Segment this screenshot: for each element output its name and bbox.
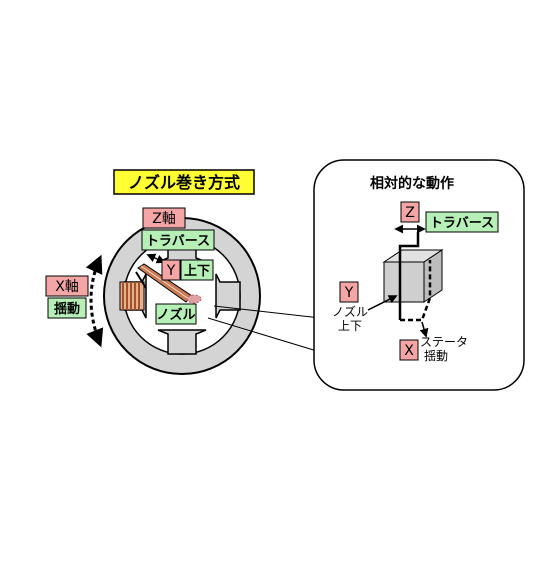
nozzle-updown-pointer (367, 295, 398, 311)
right-traverse-label: トラバース (430, 216, 494, 231)
coil (119, 281, 145, 311)
nozzle-updown-line1: ノズル (332, 304, 368, 319)
z-axis-box (142, 207, 186, 229)
swing-arrow (85, 254, 104, 348)
nozzle-box (155, 303, 197, 325)
right-y-label: Y (344, 285, 354, 301)
updown-box (180, 259, 214, 281)
stator-tooth-bottom (157, 329, 207, 355)
title: ノズル巻き方式 (128, 173, 240, 192)
nozzle-arm (135, 263, 202, 304)
right-traverse-box (425, 211, 499, 233)
z-axis-label: Z軸 (152, 211, 176, 227)
nozzle-path (398, 232, 420, 320)
right-z-label: Z (405, 205, 415, 221)
detail-heading: 相対的な動作 (370, 175, 454, 192)
x-axis-label: X軸 (55, 279, 79, 295)
right-z-box (400, 201, 420, 223)
traverse-arrow-left (146, 253, 166, 264)
stator-swing-arrow (419, 321, 429, 338)
right-x-label: X (404, 343, 414, 359)
swing-label: 揺動 (54, 301, 80, 317)
left-traverse-label: トラバース (146, 234, 210, 249)
y-box (161, 259, 181, 281)
stator-swing-line1: ステータ (420, 335, 468, 349)
nozzle-path-dashed (400, 260, 432, 322)
right-y-box (339, 281, 359, 303)
y-label: Y (166, 263, 176, 279)
stator-swing-line2: 揺動 (424, 349, 448, 363)
stator-block (382, 249, 444, 303)
nozzle-label: ノズル (156, 307, 195, 323)
left-traverse-box (141, 229, 215, 251)
title-box (113, 169, 255, 195)
updown-label: 上下 (184, 264, 210, 279)
right-x-box (399, 339, 419, 361)
nozzle-updown-line2: 上下 (338, 319, 362, 333)
